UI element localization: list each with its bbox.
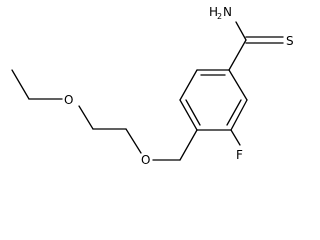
bond-ring-to-fluorine (230, 129, 241, 146)
molecule-structure: H 2 N S F O O (11, 5, 294, 167)
amine-n-label: N (223, 5, 232, 19)
ring-bond-right-lower-inner (226, 99, 242, 126)
bond-ethyl-ch2-to-ch3 (11, 69, 30, 100)
thioamide-group: H 2 N S (209, 5, 294, 71)
fluorine-label: F (236, 148, 243, 162)
ring-bond-right-lower (230, 99, 248, 131)
bond-ch2-b-to-oxygen (78, 105, 94, 130)
ring-bond-right-upper (228, 69, 248, 101)
bond-ring-to-methylene (179, 129, 198, 161)
bond-carbon-to-nitrogen (235, 21, 247, 41)
bond-oxygen-to-ch2-a (125, 128, 142, 154)
bond-ring-to-thioamide-carbon (228, 39, 247, 71)
amine-h-label: H (209, 5, 218, 19)
fluoro-group: F (230, 129, 243, 162)
ethyl-side-oxygen-label: O (64, 93, 73, 107)
sulfur-label: S (286, 34, 294, 48)
ring-bond-left-lower-inner (185, 99, 201, 126)
benzene-ring (179, 69, 248, 131)
structure-canvas: H 2 N S F O O (11, 5, 294, 167)
ring-bond-left-upper (179, 69, 198, 101)
ring-bond-left-lower (179, 99, 198, 131)
ring-side-oxygen-label: O (141, 153, 150, 167)
ether-chain: O O (11, 69, 198, 167)
amine-subscript-label: 2 (217, 12, 222, 21)
